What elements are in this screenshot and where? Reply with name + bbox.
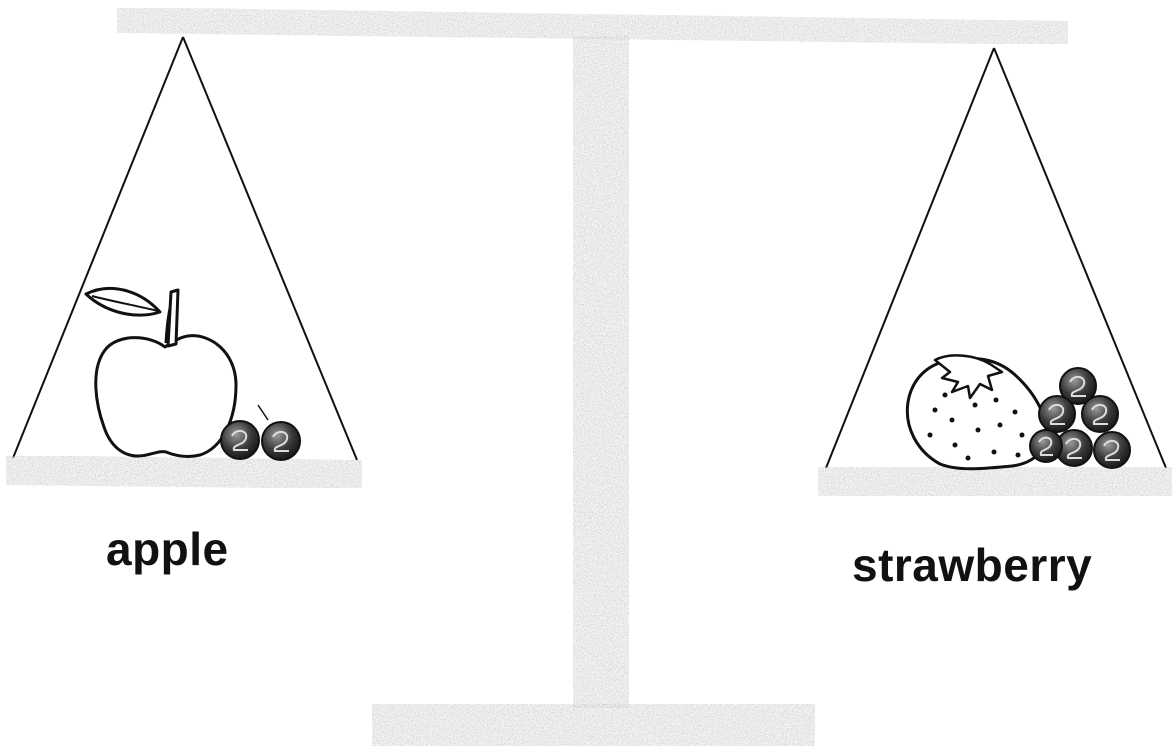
apple-icon [86, 288, 236, 456]
weight-icon [1039, 396, 1075, 432]
strawberry-icon [907, 355, 1046, 468]
weight-icon [221, 421, 259, 459]
left-pan [6, 456, 362, 488]
weight-icon [1082, 396, 1118, 432]
right-pan-label: strawberry [852, 538, 1092, 592]
right-pan [818, 467, 1172, 496]
weight-icon [258, 405, 300, 460]
weight-icon [1094, 432, 1130, 468]
weight-icon [1030, 430, 1062, 462]
center-pole [573, 36, 629, 708]
left-pan-label: apple [106, 522, 229, 576]
right-weights [1030, 368, 1130, 468]
scale-base [372, 704, 815, 746]
